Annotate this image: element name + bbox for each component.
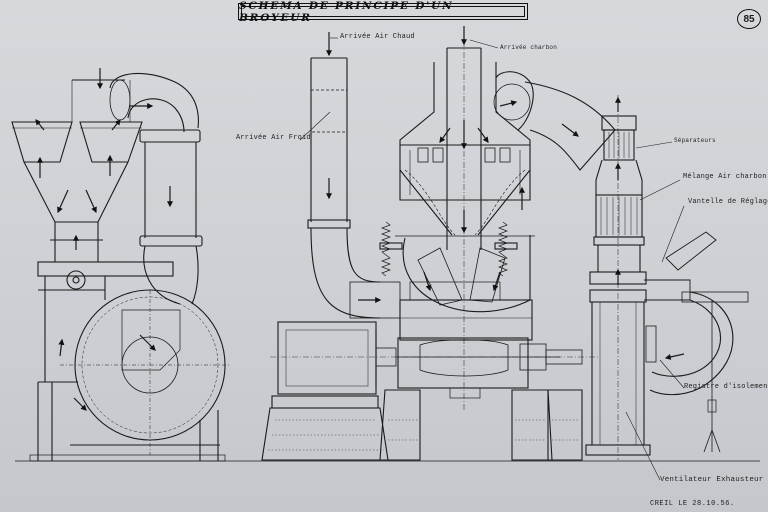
label-exhaust-fan: Ventilateur Exhausteur: [660, 476, 764, 484]
label-separators: Séparateurs: [674, 137, 716, 144]
drawing-title: SCHEMA DE PRINCIPE D'UN BROYEUR: [238, 0, 528, 24]
label-cold-air-inlet: Arrivée Air Froid: [236, 134, 311, 142]
label-air-coal-mix: Mélange Air charbon: [683, 173, 767, 181]
sheet-number-badge: 85: [737, 9, 761, 29]
label-control-valve: Vantelle de Réglage: [688, 198, 768, 206]
label-isolation-register: Registre d'isolement: [684, 383, 768, 391]
footer-date: CREIL LE 28.10.56.: [650, 500, 735, 508]
label-hot-air-inlet: Arrivée Air Chaud: [340, 33, 415, 41]
side-view-mill: [11, 72, 230, 462]
separator-and-exhaust-fan: [585, 95, 749, 460]
central-mill: [261, 30, 616, 461]
label-coal-inlet: Arrivée charbon: [500, 44, 558, 51]
